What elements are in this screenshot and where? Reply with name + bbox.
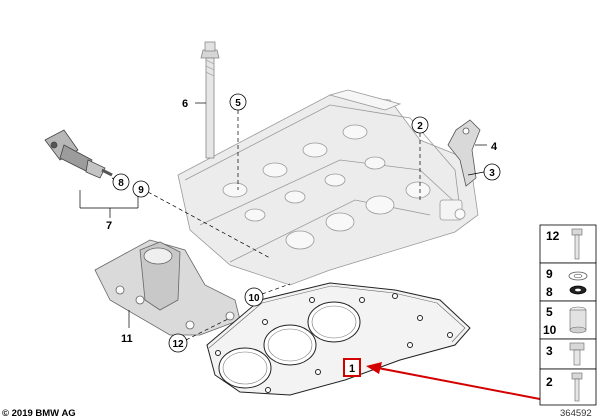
cylinder-head-bolt[interactable] xyxy=(200,41,220,159)
legend-row-12-label: 12 xyxy=(546,229,560,243)
dowel-sleeve-icon xyxy=(569,306,587,334)
callout-1-label: 1 xyxy=(349,363,355,375)
cylinder-head[interactable] xyxy=(177,89,479,286)
legend-row-8-label: 8 xyxy=(546,285,553,299)
callout-6-label[interactable]: 6 xyxy=(182,98,188,110)
legend-row-9-8[interactable]: 9 8 xyxy=(539,262,597,302)
callout-8-label: 8 xyxy=(118,178,124,189)
legend-row-2-label: 2 xyxy=(546,375,553,389)
sensor-part[interactable] xyxy=(44,129,113,179)
small-bolt-icon xyxy=(571,228,583,260)
legend-row-3-label: 3 xyxy=(546,344,553,358)
callout-4-label[interactable]: 4 xyxy=(491,141,498,153)
stud-bolt-icon xyxy=(571,372,583,402)
callout-9-label: 9 xyxy=(138,185,144,196)
parts-legend: 12 9 8 5 10 xyxy=(539,224,597,406)
legend-row-9-label: 9 xyxy=(546,267,553,281)
callout-12[interactable]: 12 xyxy=(168,333,188,353)
callout-2[interactable]: 2 xyxy=(411,116,429,134)
callout-2-label: 2 xyxy=(417,121,423,132)
callout-8[interactable]: 8 xyxy=(112,173,130,191)
callout-11-label[interactable]: 11 xyxy=(121,333,133,345)
callout-5[interactable]: 5 xyxy=(229,93,247,111)
engine-mount-bracket[interactable] xyxy=(94,239,241,336)
flange-bolt-icon xyxy=(569,342,585,366)
legend-row-5-10[interactable]: 5 10 xyxy=(539,300,597,340)
callout-10-label: 10 xyxy=(248,293,260,304)
callout-5-label: 5 xyxy=(235,98,241,109)
copyright-text: © 2019 BMW AG xyxy=(2,408,76,419)
legend-row-10-label: 10 xyxy=(543,323,557,337)
diagram-id: 364592 xyxy=(560,408,592,419)
legend-row-5-label: 5 xyxy=(546,305,553,319)
legend-row-12[interactable]: 12 xyxy=(539,224,597,264)
legend-row-2[interactable]: 2 xyxy=(539,368,597,406)
callout-1[interactable]: 1 xyxy=(343,358,361,377)
callout-3[interactable]: 3 xyxy=(483,163,501,181)
callout-12-label: 12 xyxy=(172,339,184,350)
legend-row-3[interactable]: 3 xyxy=(539,338,597,370)
callout-7-label[interactable]: 7 xyxy=(106,220,112,232)
seal-ring-icon xyxy=(568,271,588,295)
callout-10[interactable]: 10 xyxy=(244,287,264,307)
bracket-part[interactable] xyxy=(447,119,481,187)
callout-3-label: 3 xyxy=(489,168,495,179)
highlight-arrow xyxy=(366,362,546,401)
callout-9[interactable]: 9 xyxy=(132,180,150,198)
cylinder-head-gasket[interactable] xyxy=(206,282,471,396)
